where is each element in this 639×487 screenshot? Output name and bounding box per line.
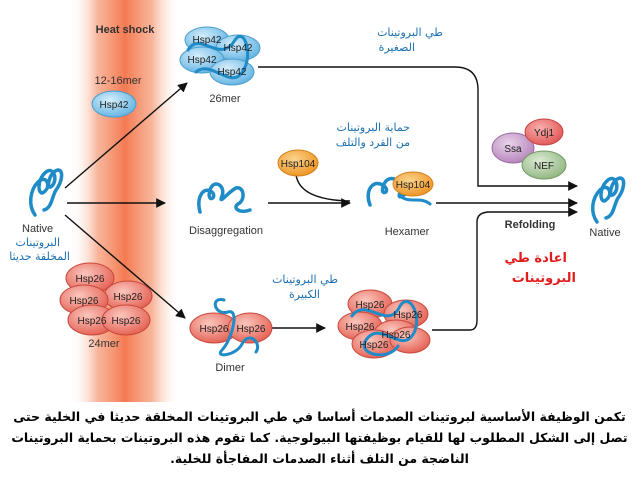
protect-arabic-line2: من القرد والتلف <box>336 136 410 149</box>
native-left-label: Native <box>22 223 53 235</box>
nef-protein <box>521 150 567 180</box>
svg-text:Hsp42: Hsp42 <box>218 67 247 78</box>
hsp26-dimer: Hsp26 Hsp26 <box>189 298 273 357</box>
small-fold-arabic-line1: طي البروتينات <box>377 26 443 39</box>
native-protein-right <box>591 176 626 224</box>
svg-text:Hsp26: Hsp26 <box>382 330 411 341</box>
svg-text:Hsp42: Hsp42 <box>224 43 253 54</box>
mer-24-label: 24mer <box>88 338 120 350</box>
native-left-arabic-line2: المخلقة حديثا <box>9 250 70 263</box>
svg-text:Hsp26: Hsp26 <box>112 316 141 327</box>
dimer-label: Dimer <box>215 362 245 374</box>
svg-text:Hsp26: Hsp26 <box>394 310 423 321</box>
hsp42-oligomer: Hsp42 Hsp42 Hsp42 Hsp42 <box>179 26 261 86</box>
mer-12-16-label: 12-16mer <box>94 75 141 87</box>
svg-text:Hsp42: Hsp42 <box>193 35 222 46</box>
hsp26-substrate-complex: Hsp26 Hsp26 Hsp26 Hsp26 Hsp26 <box>337 289 431 359</box>
svg-text:Hsp26: Hsp26 <box>70 296 99 307</box>
protect-arabic-line1: حماية البروتينات <box>337 121 410 134</box>
refold-arabic-line1: اعادة طي <box>505 251 568 266</box>
heat-shock-band <box>70 0 180 402</box>
large-fold-arabic-line2: الكبيرة <box>289 288 320 301</box>
svg-text:Hsp26: Hsp26 <box>76 274 105 285</box>
svg-text:Hsp26: Hsp26 <box>237 324 266 335</box>
mer-26-label: 26mer <box>209 93 241 105</box>
native-protein-left <box>29 168 64 217</box>
refolding-label: Refolding <box>505 219 556 231</box>
hsp42-single <box>91 90 137 118</box>
hsp26-oligomer: Hsp26 Hsp26 Hsp26 Hsp26 Hsp26 <box>59 262 153 336</box>
svg-text:Hsp26: Hsp26 <box>78 316 107 327</box>
heat-shock-label: Heat shock <box>96 24 156 36</box>
svg-text:Hsp26: Hsp26 <box>360 340 389 351</box>
svg-text:Hsp26: Hsp26 <box>114 292 143 303</box>
hexamer-complex: Hsp104 <box>366 171 434 207</box>
chaperone-cluster: Ssa Ydj1 NEF <box>491 118 567 180</box>
svg-text:Hsp26: Hsp26 <box>346 322 375 333</box>
ydj1-label: Ydj1 <box>534 128 554 139</box>
refold-arabic-line2: البروتينات <box>512 271 576 286</box>
svg-text:Hsp26: Hsp26 <box>356 300 385 311</box>
pathway-arrows <box>64 66 578 333</box>
native-right-label: Native <box>589 227 620 239</box>
svg-text:Hsp26: Hsp26 <box>200 324 229 335</box>
native-left-arabic-line1: البروتينات <box>15 236 60 249</box>
disaggregation-label: Disaggregation <box>189 225 263 237</box>
ssa-label: Ssa <box>504 144 522 155</box>
hsp42-single-label: Hsp42 <box>100 100 129 111</box>
arabic-caption: تكمن الوظيفة الأساسية لبروتينات الصدمات … <box>11 409 628 466</box>
ssa-protein <box>491 132 535 164</box>
large-fold-arabic-line1: طي البروتينات <box>272 273 338 286</box>
hsp104-single-label: Hsp104 <box>281 159 316 170</box>
nef-label: NEF <box>534 161 554 172</box>
svg-text:Hsp104: Hsp104 <box>396 180 431 191</box>
svg-text:Hsp42: Hsp42 <box>188 55 217 66</box>
small-fold-arabic-line2: الصغيرة <box>379 41 415 54</box>
hexamer-label: Hexamer <box>385 226 430 238</box>
ydj1-protein <box>524 118 564 146</box>
unfolded-protein <box>197 182 252 214</box>
hsp104-single <box>277 149 319 177</box>
